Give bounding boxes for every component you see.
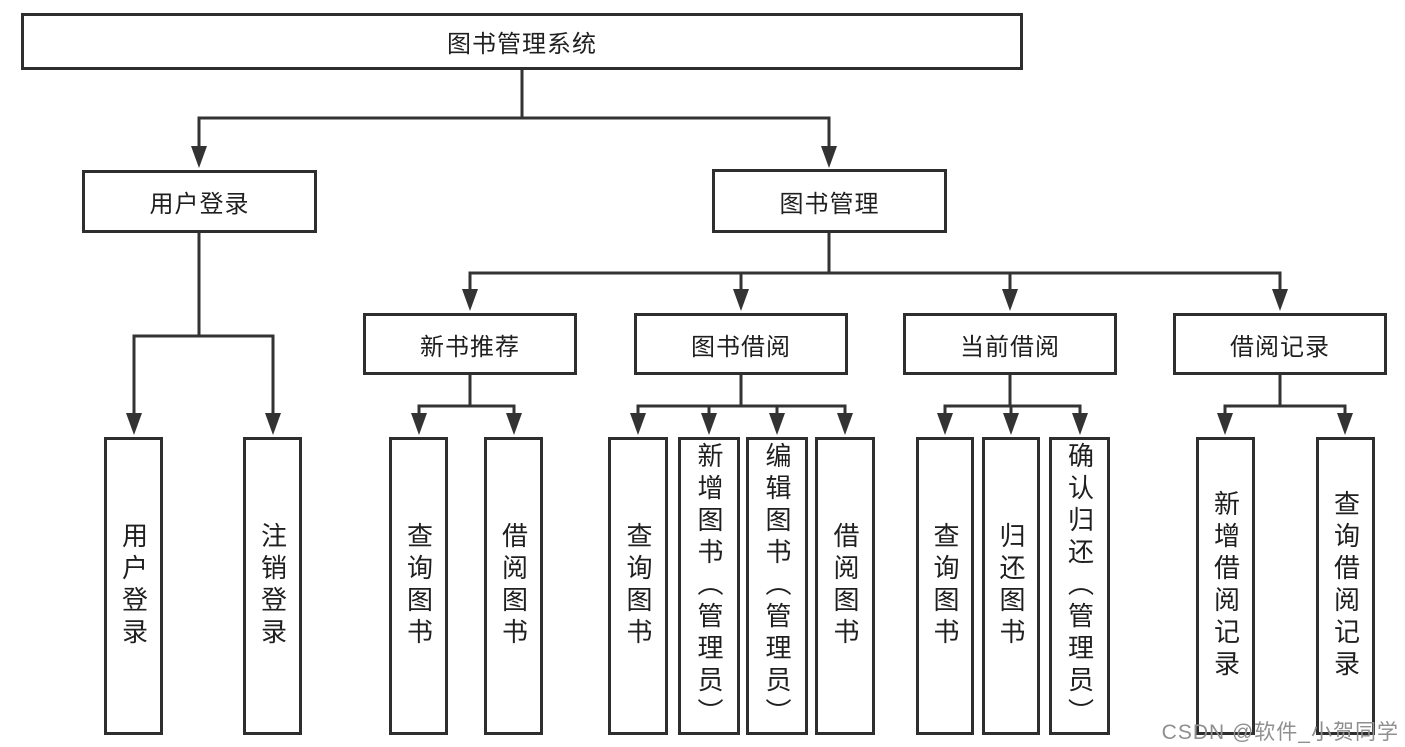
leaf-label: 查询借阅记录 — [1330, 490, 1361, 682]
connector-root-to-tier1 — [197, 69, 831, 148]
node-label: 图书管理系统 — [447, 31, 597, 58]
leaf-add-borrow-record: 新增借阅记录 — [1196, 437, 1255, 735]
leaf-label: 归还图书 — [996, 522, 1026, 650]
leaf-label: 新增图书（管理员） — [694, 442, 724, 730]
leaf-label: 查询图书 — [623, 522, 653, 650]
node-new-book-recommend: 新书推荐 — [363, 313, 577, 375]
node-book-management: 图书管理 — [712, 169, 947, 233]
leaf-label: 借阅图书 — [498, 522, 529, 650]
leaf-label: 借阅图书 — [830, 522, 860, 650]
leaf-label: 查询图书 — [403, 522, 434, 650]
connector-bookmgmt-to-tier2 — [468, 233, 1282, 291]
leaf-query-borrow-record: 查询借阅记录 — [1316, 437, 1375, 735]
leaf-query-books-recommend: 查询图书 — [389, 437, 448, 735]
node-book-borrowing: 图书借阅 — [634, 313, 848, 375]
node-label: 图书管理 — [779, 190, 880, 218]
leaf-borrow-books-borrowing: 借阅图书 — [815, 437, 875, 735]
leaf-logout: 注销登录 — [243, 437, 302, 735]
leaf-query-books-current: 查询图书 — [916, 437, 974, 735]
arrowheads — [126, 146, 1353, 435]
node-borrow-records: 借阅记录 — [1173, 313, 1387, 375]
connector-currentborrow-to-leaves — [943, 375, 1082, 415]
leaf-return-books: 归还图书 — [982, 437, 1040, 735]
leaf-confirm-return-admin: 确认归还（管理员） — [1049, 437, 1110, 735]
node-current-borrowing: 当前借阅 — [903, 313, 1117, 375]
node-root-system: 图书管理系统 — [21, 13, 1023, 70]
leaf-label: 注销登录 — [257, 522, 288, 650]
node-label: 图书借阅 — [691, 333, 791, 361]
node-label: 当前借阅 — [960, 333, 1060, 361]
node-label: 新书推荐 — [420, 333, 520, 361]
leaf-borrow-books-recommend: 借阅图书 — [484, 437, 543, 735]
leaf-label: 新增借阅记录 — [1210, 490, 1241, 682]
leaf-label: 查询图书 — [930, 522, 960, 650]
node-user-login: 用户登录 — [82, 170, 317, 233]
connector-borrowrecord-to-leaves — [1223, 375, 1347, 415]
connector-bookborrow-to-leaves — [636, 375, 847, 415]
connector-newbook-to-leaves — [417, 375, 516, 415]
node-label: 借阅记录 — [1230, 333, 1330, 361]
connector-userlogin-to-leaves — [132, 233, 275, 415]
watermark-text: CSDN @软件_小贺同学 — [1161, 721, 1399, 744]
leaf-label: 用户登录 — [118, 522, 149, 650]
leaf-add-book-admin: 新增图书（管理员） — [678, 437, 740, 735]
leaf-edit-book-admin: 编辑图书（管理员） — [746, 437, 808, 735]
leaf-label: 确认归还（管理员） — [1064, 442, 1095, 730]
leaf-user-login: 用户登录 — [104, 437, 163, 735]
node-label: 用户登录 — [149, 191, 250, 218]
leaf-query-books-borrowing: 查询图书 — [608, 437, 668, 735]
leaf-label: 编辑图书（管理员） — [762, 442, 792, 730]
